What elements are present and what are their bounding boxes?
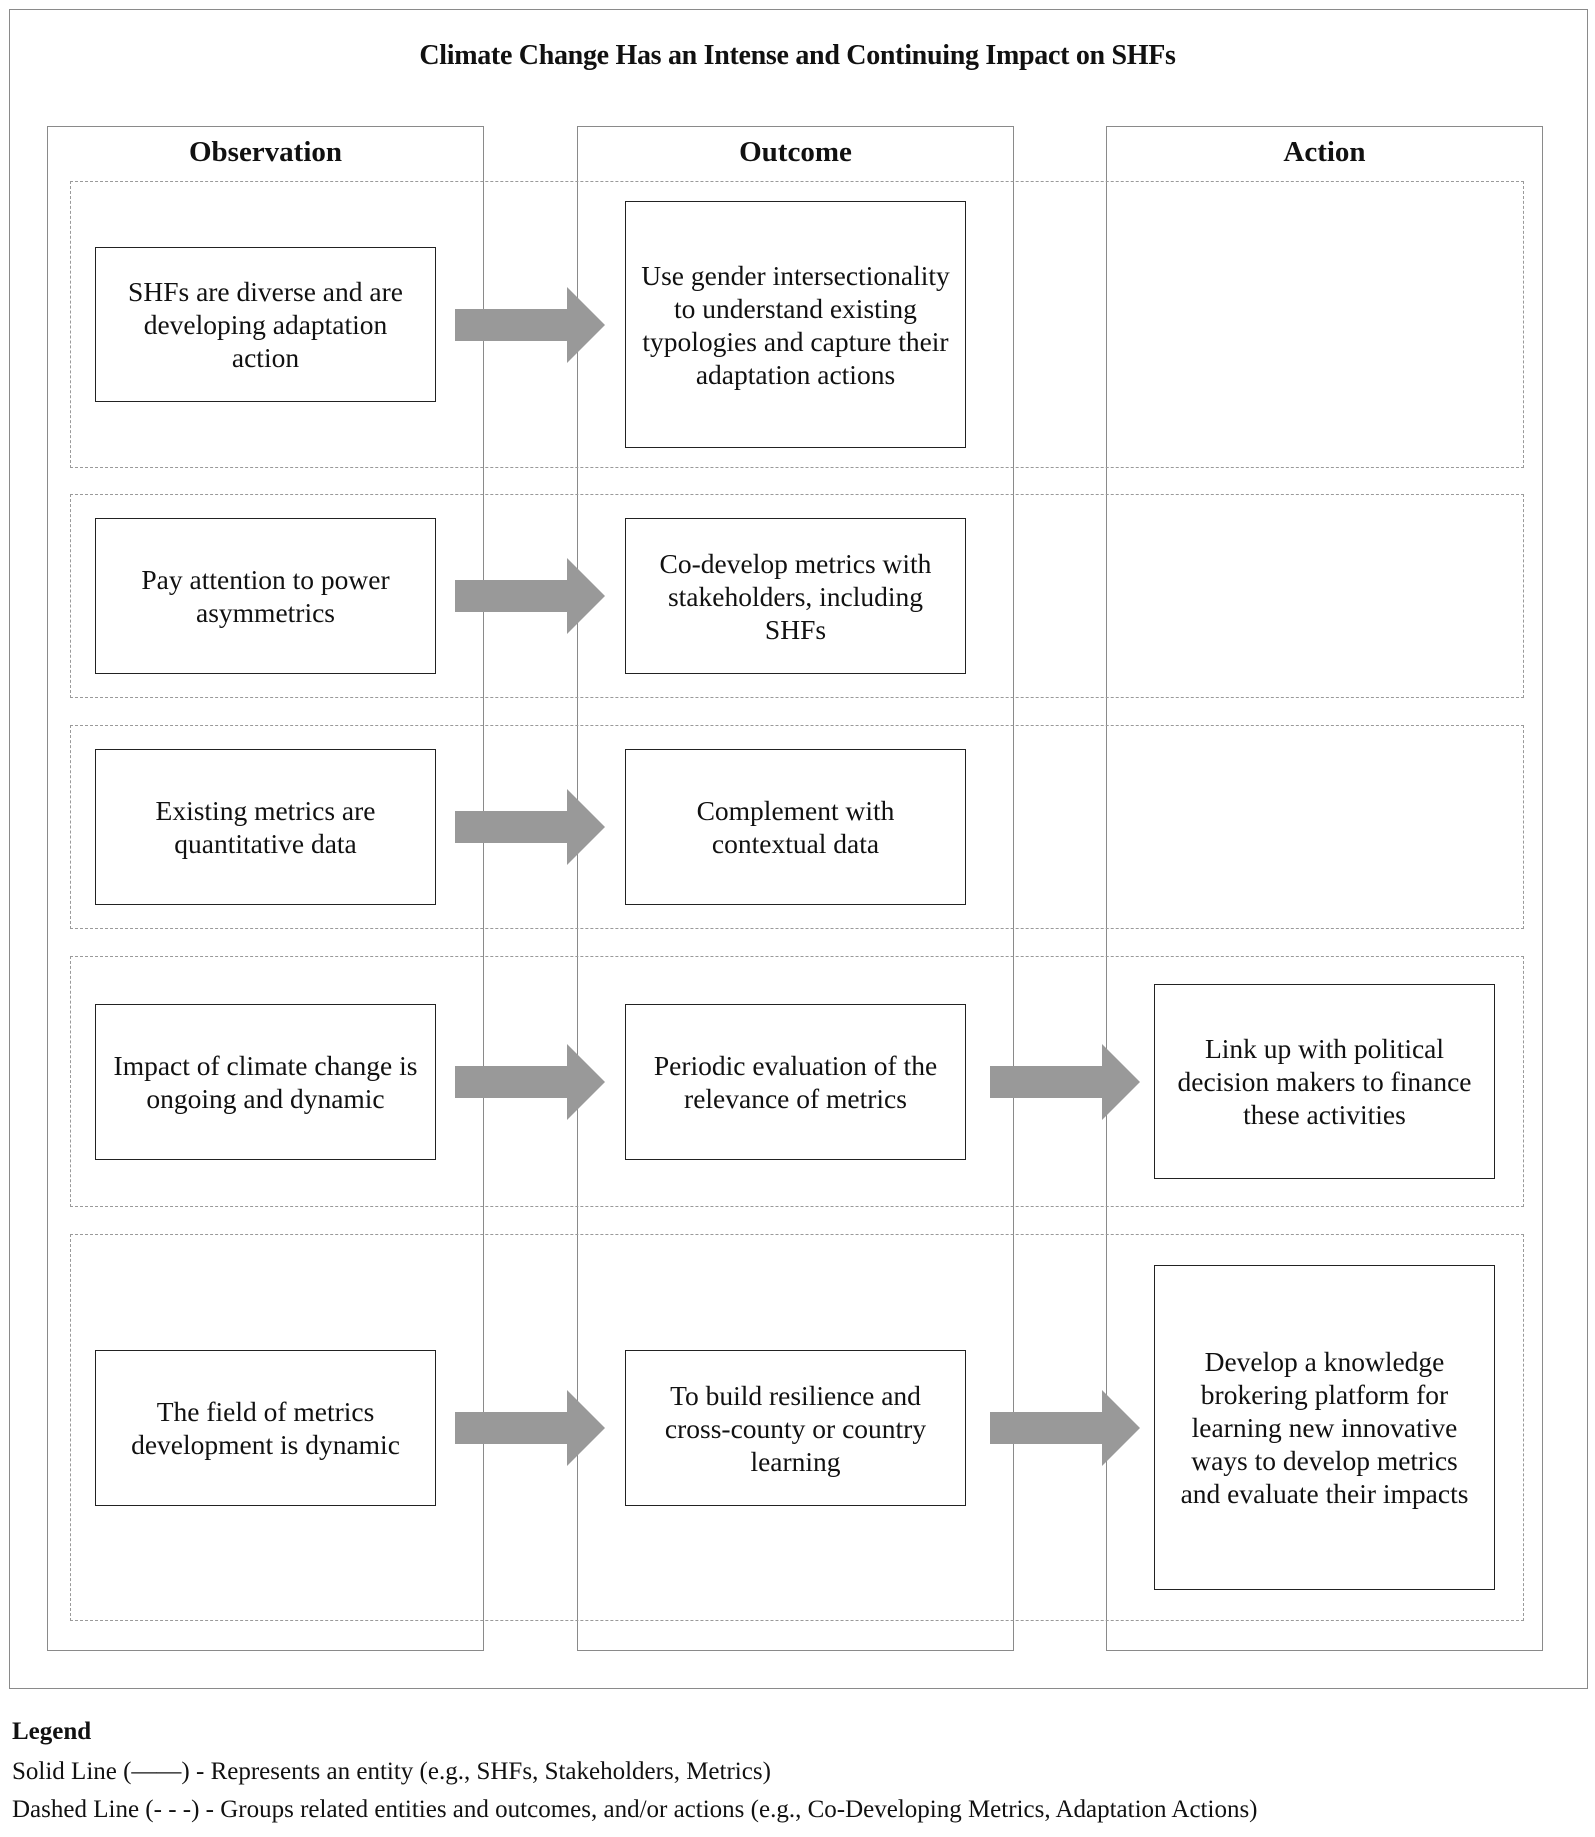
- group-row-3: [70, 725, 1524, 929]
- outcome-box-4: Periodic evaluation of the relevance of …: [625, 1004, 966, 1160]
- action-column: [1106, 126, 1543, 1651]
- arrow-right-icon: [455, 287, 605, 363]
- diagram-frame: [9, 9, 1588, 1689]
- diagram-title: Climate Change Has an Intense and Contin…: [419, 40, 1176, 71]
- legend-title: Legend: [12, 1718, 92, 1745]
- arrow-right-icon: [990, 1390, 1140, 1466]
- observation-box-2: Pay attention to power asymmetrics: [95, 518, 436, 674]
- group-row-4: [70, 956, 1524, 1207]
- observation-column: [47, 126, 484, 1651]
- group-row-2: [70, 494, 1524, 698]
- action-column-header: Action: [1283, 136, 1366, 168]
- arrow-right-icon: [990, 1044, 1140, 1120]
- group-row-1: [70, 181, 1524, 468]
- arrow-right-icon: [455, 789, 605, 865]
- action-box-4: Link up with political decision makers t…: [1154, 984, 1495, 1179]
- action-box-5: Develop a knowledge brokering platform f…: [1154, 1265, 1495, 1590]
- observation-box-4: Impact of climate change is ongoing and …: [95, 1004, 436, 1160]
- legend-solid-line: Solid Line (——) - Represents an entity (…: [12, 1758, 771, 1785]
- observation-column-header: Observation: [188, 136, 343, 168]
- outcome-box-1: Use gender intersectionality to understa…: [625, 201, 966, 448]
- arrow-right-icon: [455, 1390, 605, 1466]
- outcome-box-2: Co-develop metrics with stakeholders, in…: [625, 518, 966, 674]
- observation-box-3: Existing metrics are quantitative data: [95, 749, 436, 905]
- outcome-column: [577, 126, 1014, 1651]
- outcome-column-header: Outcome: [739, 136, 852, 168]
- legend-dashed-line: Dashed Line (- - -) - Groups related ent…: [12, 1796, 1258, 1823]
- outcome-box-3: Complement with contextual data: [625, 749, 966, 905]
- group-row-5: [70, 1234, 1524, 1621]
- outcome-box-5: To build resilience and cross-county or …: [625, 1350, 966, 1506]
- arrow-right-icon: [455, 1044, 605, 1120]
- observation-box-1: SHFs are diverse and are developing adap…: [95, 247, 436, 402]
- observation-box-5: The field of metrics development is dyna…: [95, 1350, 436, 1506]
- arrow-right-icon: [455, 558, 605, 634]
